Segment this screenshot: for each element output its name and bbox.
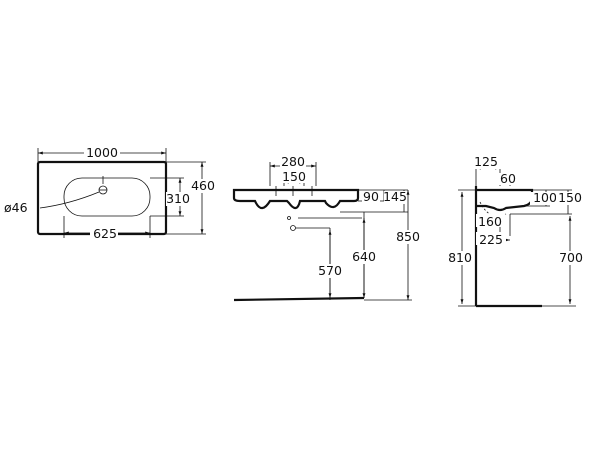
plan-view: 1000 460 310 625 ø46 (4, 145, 216, 241)
side-basin (476, 188, 534, 212)
dim-625: 625 (93, 226, 117, 241)
dim-310: 310 (166, 191, 190, 206)
dim-100: 100 (533, 190, 557, 205)
plan-basin (63, 177, 151, 217)
dim-810: 810 (448, 250, 472, 265)
dim-1000: 1000 (86, 145, 118, 160)
dim-160: 160 (478, 214, 502, 229)
dim-125: 125 (474, 154, 498, 169)
dim-460: 460 (191, 178, 215, 193)
dim-150-front: 150 (282, 169, 306, 184)
dim-280: 280 (281, 154, 305, 169)
dim-700: 700 (559, 250, 583, 265)
dim-hole-diameter: ø46 (4, 200, 28, 215)
dim-150-side: 150 (558, 190, 582, 205)
dim-850: 850 (396, 229, 420, 244)
plan-outline (36, 160, 168, 236)
dim-570: 570 (318, 263, 342, 278)
dim-90: 90 (363, 189, 379, 204)
front-basin (232, 188, 360, 210)
front-view: 280 150 90 145 570 640 (232, 154, 422, 302)
dim-640: 640 (352, 249, 376, 264)
dim-145: 145 (383, 189, 407, 204)
front-floor (233, 296, 365, 302)
dim-60: 60 (500, 171, 516, 186)
side-view: 125 60 100 150 160 225 810 700 (448, 154, 586, 308)
dim-225: 225 (479, 232, 503, 247)
